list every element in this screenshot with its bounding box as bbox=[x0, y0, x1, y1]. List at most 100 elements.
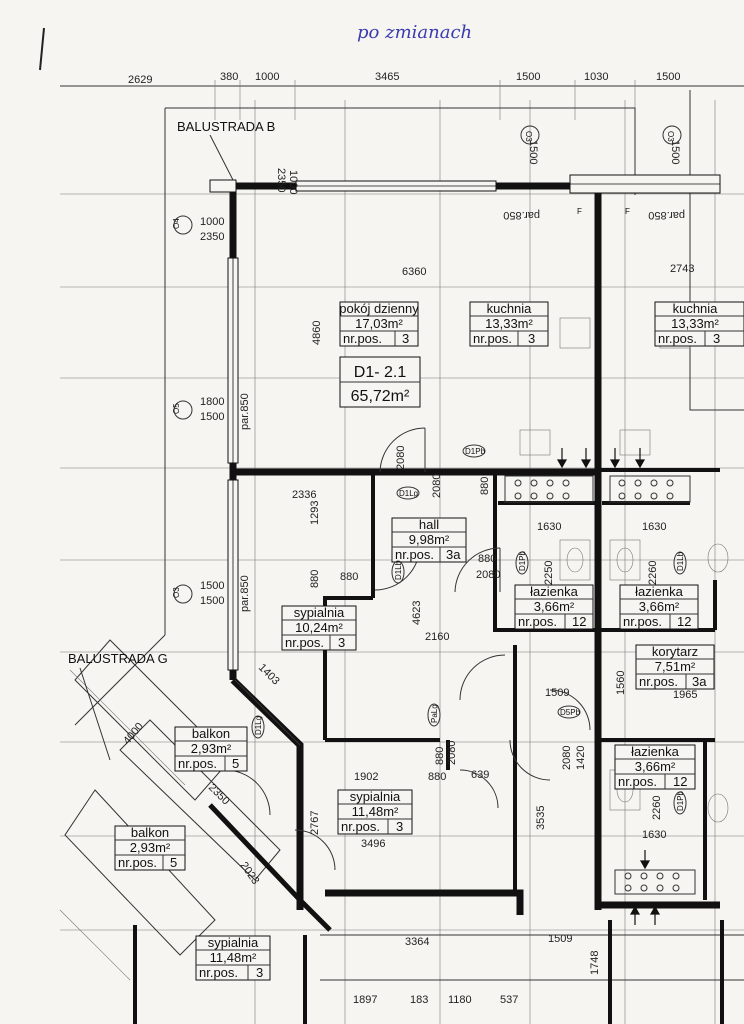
room-pos-label: nr.pos. bbox=[285, 635, 324, 650]
room-pos: 3a bbox=[692, 674, 707, 689]
railing-b-label: BALUSTRADA B bbox=[177, 119, 275, 134]
room-name: pokój dzienny bbox=[339, 301, 419, 316]
room-pos: 3 bbox=[713, 331, 720, 346]
room-pos-label: nr.pos. bbox=[623, 614, 662, 629]
dim-label: 2350 bbox=[200, 231, 224, 243]
unit-id: D1- 2.1 bbox=[354, 364, 407, 381]
door-tag: D1Lb bbox=[676, 551, 685, 571]
dim-label: 1509 bbox=[548, 933, 572, 945]
room-bath-3: łazienka 3,66m² nr.pos. 12 bbox=[614, 744, 696, 790]
room-balcony-2: balkon 2,93m² nr.pos. 5 bbox=[114, 825, 186, 871]
dim-label: 2023 bbox=[238, 860, 262, 887]
dim-label: 1897 bbox=[353, 994, 377, 1006]
room-name: łazienka bbox=[635, 584, 683, 599]
top-dim-ticks bbox=[214, 80, 636, 120]
room-name: sypialnia bbox=[350, 789, 401, 804]
dim-label: 1748 bbox=[589, 951, 601, 975]
dim-label: 3535 bbox=[535, 806, 547, 830]
room-pos: 3a bbox=[446, 547, 461, 562]
room-name: sypialnia bbox=[294, 605, 345, 620]
exterior-walls bbox=[229, 182, 720, 915]
dim-label: par.850 bbox=[239, 393, 251, 430]
dim-label: 6360 bbox=[402, 266, 426, 278]
room-name: łazienka bbox=[631, 744, 679, 759]
room-bedroom-1: sypialnia 10,24m² nr.pos. 3 bbox=[281, 605, 357, 651]
door-tag: D5Pb bbox=[560, 708, 581, 717]
door-tag: D1Pb bbox=[465, 447, 486, 456]
room-kitchen-right: kuchnia 13,33m² nr.pos. 3 bbox=[654, 301, 744, 347]
dim-label: 1965 bbox=[673, 689, 697, 701]
window-tag: O5 bbox=[172, 403, 181, 414]
dim-label: par.850 bbox=[239, 575, 251, 612]
room-pos: 3 bbox=[256, 965, 263, 980]
room-hall: hall 9,98m² nr.pos. 3a bbox=[391, 517, 467, 563]
room-pos: 3 bbox=[338, 635, 345, 650]
dim-label: 2336 bbox=[292, 489, 316, 501]
dim-label: 2080 bbox=[446, 741, 458, 765]
railing-g-leader bbox=[79, 667, 111, 761]
room-bath-2: łazienka 3,66m² nr.pos. 12 bbox=[619, 584, 699, 630]
dim-label: 1630 bbox=[642, 521, 666, 533]
balcony-slab-outline bbox=[165, 107, 636, 195]
room-pos: 5 bbox=[170, 855, 177, 870]
dim-label: par.850 bbox=[648, 209, 685, 221]
window-tags: O3 O3 O4 O5 O3 bbox=[172, 125, 682, 604]
top-dim-2629: 2629 bbox=[128, 74, 152, 86]
room-area: 10,24m² bbox=[295, 620, 343, 635]
room-pos: 12 bbox=[572, 614, 586, 629]
dim-label: 1509 bbox=[545, 687, 569, 699]
dim-label: par.850 bbox=[503, 209, 540, 221]
dim-label: 880 bbox=[478, 553, 496, 565]
dim-label: 2767 bbox=[309, 811, 321, 835]
dim-label: 2080 bbox=[476, 569, 500, 581]
dim-label: 2250 bbox=[543, 561, 555, 585]
dim-label: 1630 bbox=[537, 521, 561, 533]
dim-label: 1293 bbox=[309, 501, 321, 525]
dim-label: 2260 bbox=[651, 796, 663, 820]
top-dim-1500b: 1500 bbox=[656, 71, 680, 83]
room-name: łazienka bbox=[530, 584, 578, 599]
room-pos-label: nr.pos. bbox=[658, 331, 697, 346]
room-name: kuchnia bbox=[673, 301, 719, 316]
room-pos: 3 bbox=[402, 331, 409, 346]
dim-label: 2743 bbox=[670, 263, 694, 275]
door-tag: D1Pb bbox=[518, 550, 527, 571]
room-kitchen: kuchnia 13,33m² nr.pos. 3 bbox=[469, 301, 549, 347]
room-pos: 12 bbox=[677, 614, 691, 629]
top-dim-380: 380 bbox=[220, 71, 238, 83]
dim-label: 2350 bbox=[275, 168, 287, 192]
room-area: 3,66m² bbox=[639, 599, 680, 614]
dim-label: 880 bbox=[428, 771, 446, 783]
room-area: 9,98m² bbox=[409, 532, 450, 547]
dim-label: 1500 bbox=[527, 140, 539, 164]
ventilation-arrows bbox=[556, 448, 661, 925]
dim-label: 183 bbox=[410, 994, 428, 1006]
room-pos-label: nr.pos. bbox=[341, 819, 380, 834]
room-pos-label: nr.pos. bbox=[395, 547, 434, 562]
room-bedroom-2: sypialnia 11,48m² nr.pos. 3 bbox=[337, 789, 413, 835]
top-dim-1000: 1000 bbox=[255, 71, 279, 83]
door-tag: PaLg bbox=[430, 704, 439, 723]
door-tags: D1Lg D1Pb D1Lb D1Pb D1Lb D5Pb D1Pb PaLg … bbox=[251, 444, 687, 815]
pen-mark bbox=[39, 27, 45, 71]
room-name: hall bbox=[419, 517, 439, 532]
dim-label: 1902 bbox=[354, 771, 378, 783]
room-pos: 3 bbox=[528, 331, 535, 346]
dim-label: 880 bbox=[340, 571, 358, 583]
dim-label: 4623 bbox=[411, 601, 423, 625]
room-pos-label: nr.pos. bbox=[473, 331, 512, 346]
room-pos-label: nr.pos. bbox=[618, 774, 657, 789]
window-tag: O3 bbox=[524, 131, 533, 142]
room-area: 7,51m² bbox=[655, 659, 696, 674]
dim-label: 1800 bbox=[200, 396, 224, 408]
room-pos-label: nr.pos. bbox=[178, 756, 217, 771]
room-living: pokój dzienny 17,03m² nr.pos. 3 bbox=[339, 301, 419, 347]
room-pos-label: nr.pos. bbox=[199, 965, 238, 980]
neighbor-unit-edge bbox=[689, 90, 744, 411]
interior-walls bbox=[323, 468, 720, 900]
door-tag: D1Pb bbox=[676, 790, 685, 811]
dim-label: 2080 bbox=[561, 746, 573, 770]
railing-b-leader bbox=[209, 134, 234, 181]
dim-label: 880 bbox=[309, 570, 321, 588]
balcony-slab-diagonal bbox=[74, 634, 166, 726]
